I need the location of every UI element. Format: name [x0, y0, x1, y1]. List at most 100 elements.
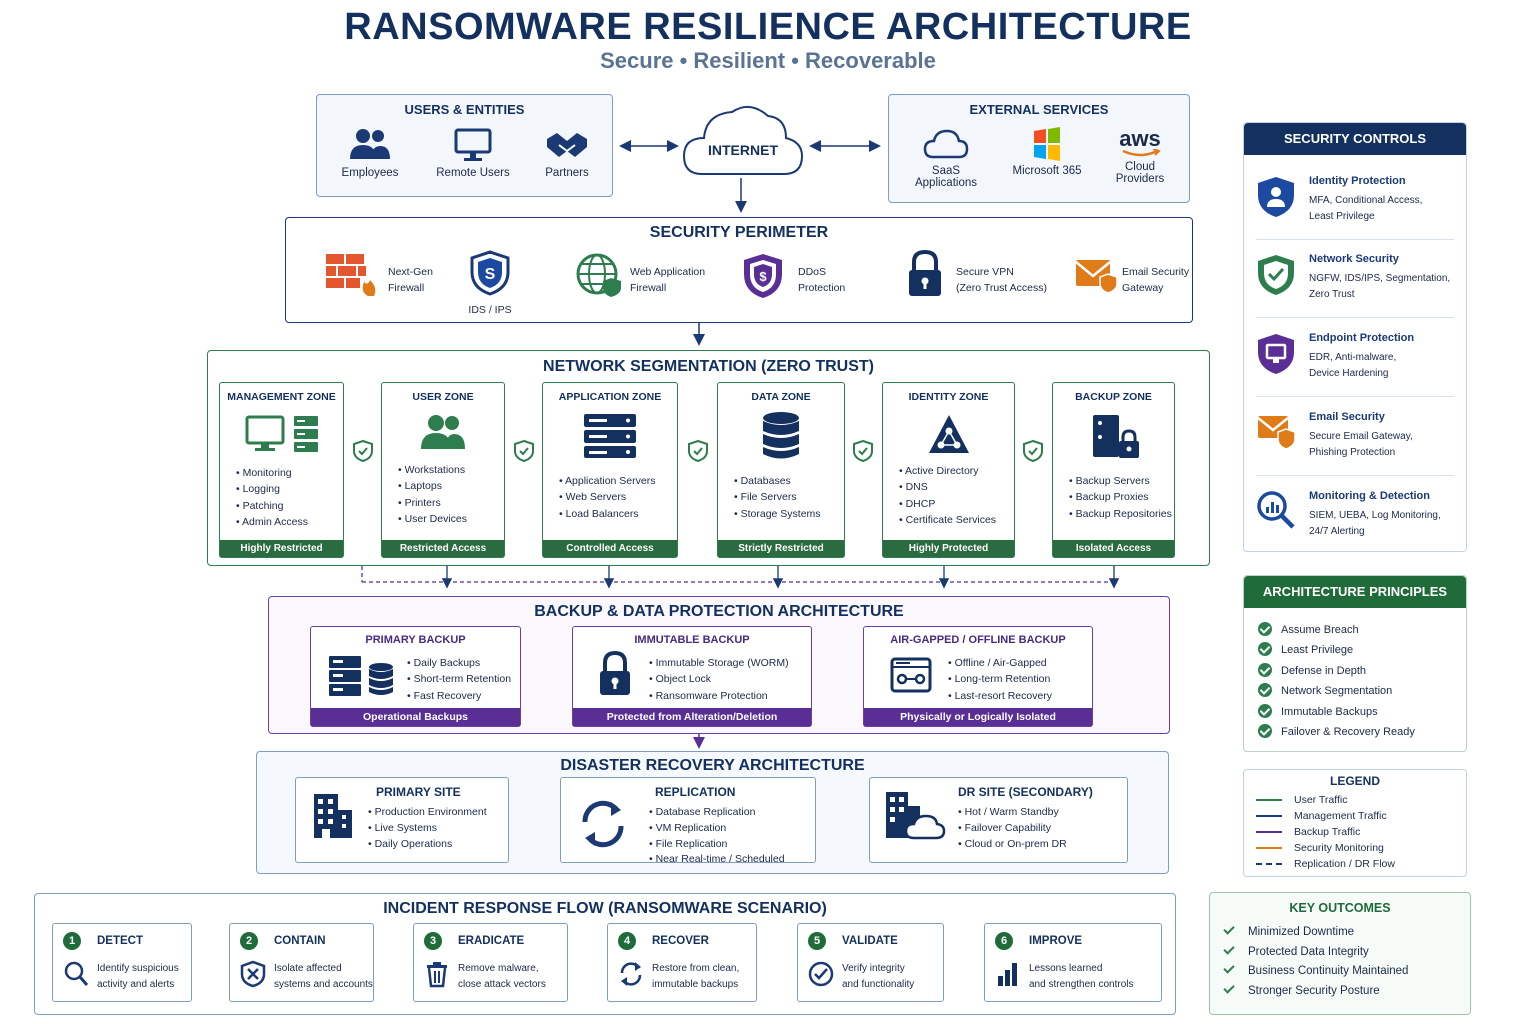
legend-item-security-monitoring: Security Monitoring	[1256, 840, 1384, 856]
replication-list: Database Replication VM Replication File…	[649, 805, 785, 868]
ddos-label: DDoS Protection	[798, 264, 845, 296]
step-number: 1	[63, 932, 81, 950]
list-item: Backup Servers	[1069, 473, 1172, 489]
external-services-panel: EXTERNAL SERVICES SaaS Applications Micr…	[888, 94, 1190, 203]
remote-users-label: Remote Users	[436, 167, 510, 179]
user-zone: USER ZONE Workstations Laptops Printers …	[381, 382, 505, 558]
control-description: NGFW, IDS/IPS, Segmentation,Zero Trust	[1309, 271, 1459, 303]
outcome-item: Minimized Downtime	[1223, 923, 1355, 941]
list-item: Immutable Storage (WORM)	[649, 655, 789, 671]
principle-item: Defense in Depth	[1258, 663, 1366, 679]
list-item: Backup Proxies	[1069, 489, 1172, 505]
monitor-icon	[454, 128, 492, 161]
employees-label: Employees	[341, 167, 399, 179]
step-desc-line: and functionality	[842, 979, 915, 990]
control-description: Secure Email Gateway,Phishing Protection	[1309, 429, 1459, 461]
step-desc-line: close attack vectors	[458, 979, 546, 990]
step-number: 6	[995, 932, 1013, 950]
control-identity-protection: Identity Protection MFA, Conditional Acc…	[1256, 175, 1454, 253]
principle-label: Least Privilege	[1281, 644, 1354, 656]
zone-gateway-shield-icon	[688, 440, 708, 462]
ddos-label-1: DDoS	[798, 266, 827, 278]
legend-item-backup-traffic: Backup Traffic	[1256, 824, 1360, 840]
ddos-shield-icon: $	[744, 254, 782, 298]
primary-site-list: Production Environment Live Systems Dail…	[368, 805, 487, 852]
aws-logo-text: aws	[1119, 126, 1161, 151]
management-zone-title: MANAGEMENT ZONE	[227, 391, 336, 403]
admin-monitor-icon	[245, 415, 284, 451]
outcome-item: Stronger Security Posture	[1223, 982, 1380, 1000]
control-description: EDR, Anti-malware,Device Hardening	[1309, 350, 1459, 382]
list-item: Cloud or On-prem DR	[958, 837, 1067, 853]
step-number: 3	[424, 932, 442, 950]
check-icon	[1223, 923, 1235, 935]
identity-zone-title: IDENTITY ZONE	[908, 391, 989, 403]
control-desc-line: SIEM, UEBA, Log Monitoring,	[1309, 510, 1441, 521]
list-item: Ransomware Protection	[649, 688, 789, 704]
disaster-recovery-title: DISASTER RECOVERY ARCHITECTURE	[560, 757, 865, 774]
list-item: Storage Systems	[734, 506, 821, 522]
svg-text:S: S	[485, 266, 496, 283]
waf-label: Web Application Firewall	[630, 264, 705, 296]
step-title: CONTAIN	[274, 935, 326, 947]
legend-label: Management Traffic	[1294, 810, 1387, 822]
aws-logo-icon: aws	[1103, 127, 1177, 161]
step-desc-line: and strengthen controls	[1029, 979, 1134, 990]
architecture-principles-panel: ARCHITECTURE PRINCIPLES Assume Breach Le…	[1243, 575, 1467, 752]
principle-item: Least Privilege	[1258, 642, 1353, 658]
list-item: Daily Backups	[407, 655, 511, 671]
list-item: Printers	[398, 495, 467, 511]
legend-item-replication: Replication / DR Flow	[1256, 856, 1395, 872]
network-segmentation-title: NETWORK SEGMENTATION (ZERO TRUST)	[543, 358, 874, 375]
control-network-security: Network Security NGFW, IDS/IPS, Segmenta…	[1256, 253, 1454, 331]
key-outcomes-title: KEY OUTCOMES	[1289, 901, 1391, 915]
list-item: Workstations	[398, 462, 467, 478]
immutable-lock-icon	[600, 651, 630, 695]
legend-label: Security Monitoring	[1294, 842, 1384, 854]
list-item: Load Balancers	[559, 506, 655, 522]
backup-zone: BACKUP ZONE Backup Servers Backup Proxie…	[1052, 382, 1175, 558]
vpn-label-1: Secure VPN	[956, 266, 1014, 278]
waf-label-1: Web Application	[630, 266, 706, 278]
list-item: Admin Access	[236, 514, 308, 530]
management-zone-badge: Highly Restricted	[220, 540, 343, 557]
dr-site-list: Hot / Warm Standby Failover Capability C…	[958, 805, 1067, 852]
firewall-icon	[326, 254, 376, 296]
divider	[1256, 239, 1454, 240]
backup-server-lock-icon	[1092, 415, 1139, 458]
list-item: Daily Operations	[368, 837, 487, 853]
replication-sync-icon	[582, 800, 624, 848]
list-item: Long-term Retention	[948, 671, 1052, 687]
endpoint-shield-icon	[1258, 334, 1294, 374]
replication-title: REPLICATION	[655, 785, 736, 799]
list-item: Object Lock	[649, 671, 789, 687]
identity-zone-badge: Highly Protected	[883, 540, 1014, 557]
partners-item: Partners	[535, 127, 599, 179]
monitoring-magnifier-icon	[1257, 491, 1295, 529]
step-desc-line: Lessons learned	[1029, 963, 1103, 974]
padlock-icon	[909, 250, 941, 296]
network-shield-icon	[1258, 255, 1294, 295]
control-title: Network Security	[1309, 253, 1399, 265]
legend-item-user-traffic: User Traffic	[1256, 792, 1347, 808]
outcome-label: Minimized Downtime	[1248, 926, 1355, 938]
bar-chart-icon	[998, 963, 1017, 986]
isolate-shield-icon	[240, 960, 266, 988]
check-icon	[1258, 683, 1272, 698]
data-zone-badge: Strictly Restricted	[718, 540, 844, 557]
identity-zone-list: Active Directory DNS DHCP Certificate Se…	[899, 463, 996, 528]
principle-label: Network Segmentation	[1281, 685, 1393, 697]
list-item: Active Directory	[899, 463, 996, 479]
check-circle-icon	[808, 961, 834, 987]
waf-globe-icon	[576, 253, 621, 297]
waf-label-2: Firewall	[630, 282, 667, 294]
management-zone-list: Monitoring Logging Patching Admin Access	[236, 465, 308, 530]
air-gapped-backup-badge: Physically or Logically Isolated	[864, 708, 1092, 726]
email-gateway-label-2: Gateway	[1122, 282, 1164, 294]
control-desc-line: Device Hardening	[1309, 368, 1389, 379]
check-icon	[1258, 724, 1272, 739]
ngfw-label: Next-Gen Firewall	[388, 264, 433, 296]
